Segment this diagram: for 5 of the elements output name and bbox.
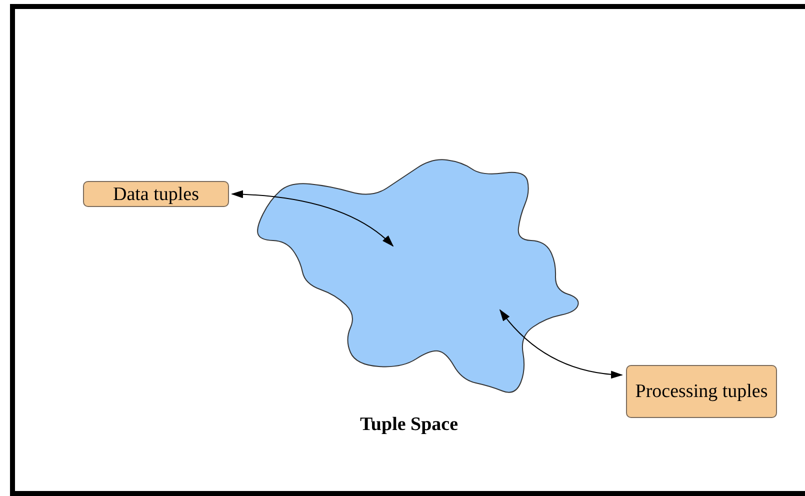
tuple-label: Data tuples (83, 181, 229, 207)
curved-arrow (499, 309, 623, 378)
tuple-label: Processing tuples (626, 365, 777, 418)
cloud-caption: Tuple Space (360, 414, 458, 436)
curved-arrow (231, 190, 394, 247)
